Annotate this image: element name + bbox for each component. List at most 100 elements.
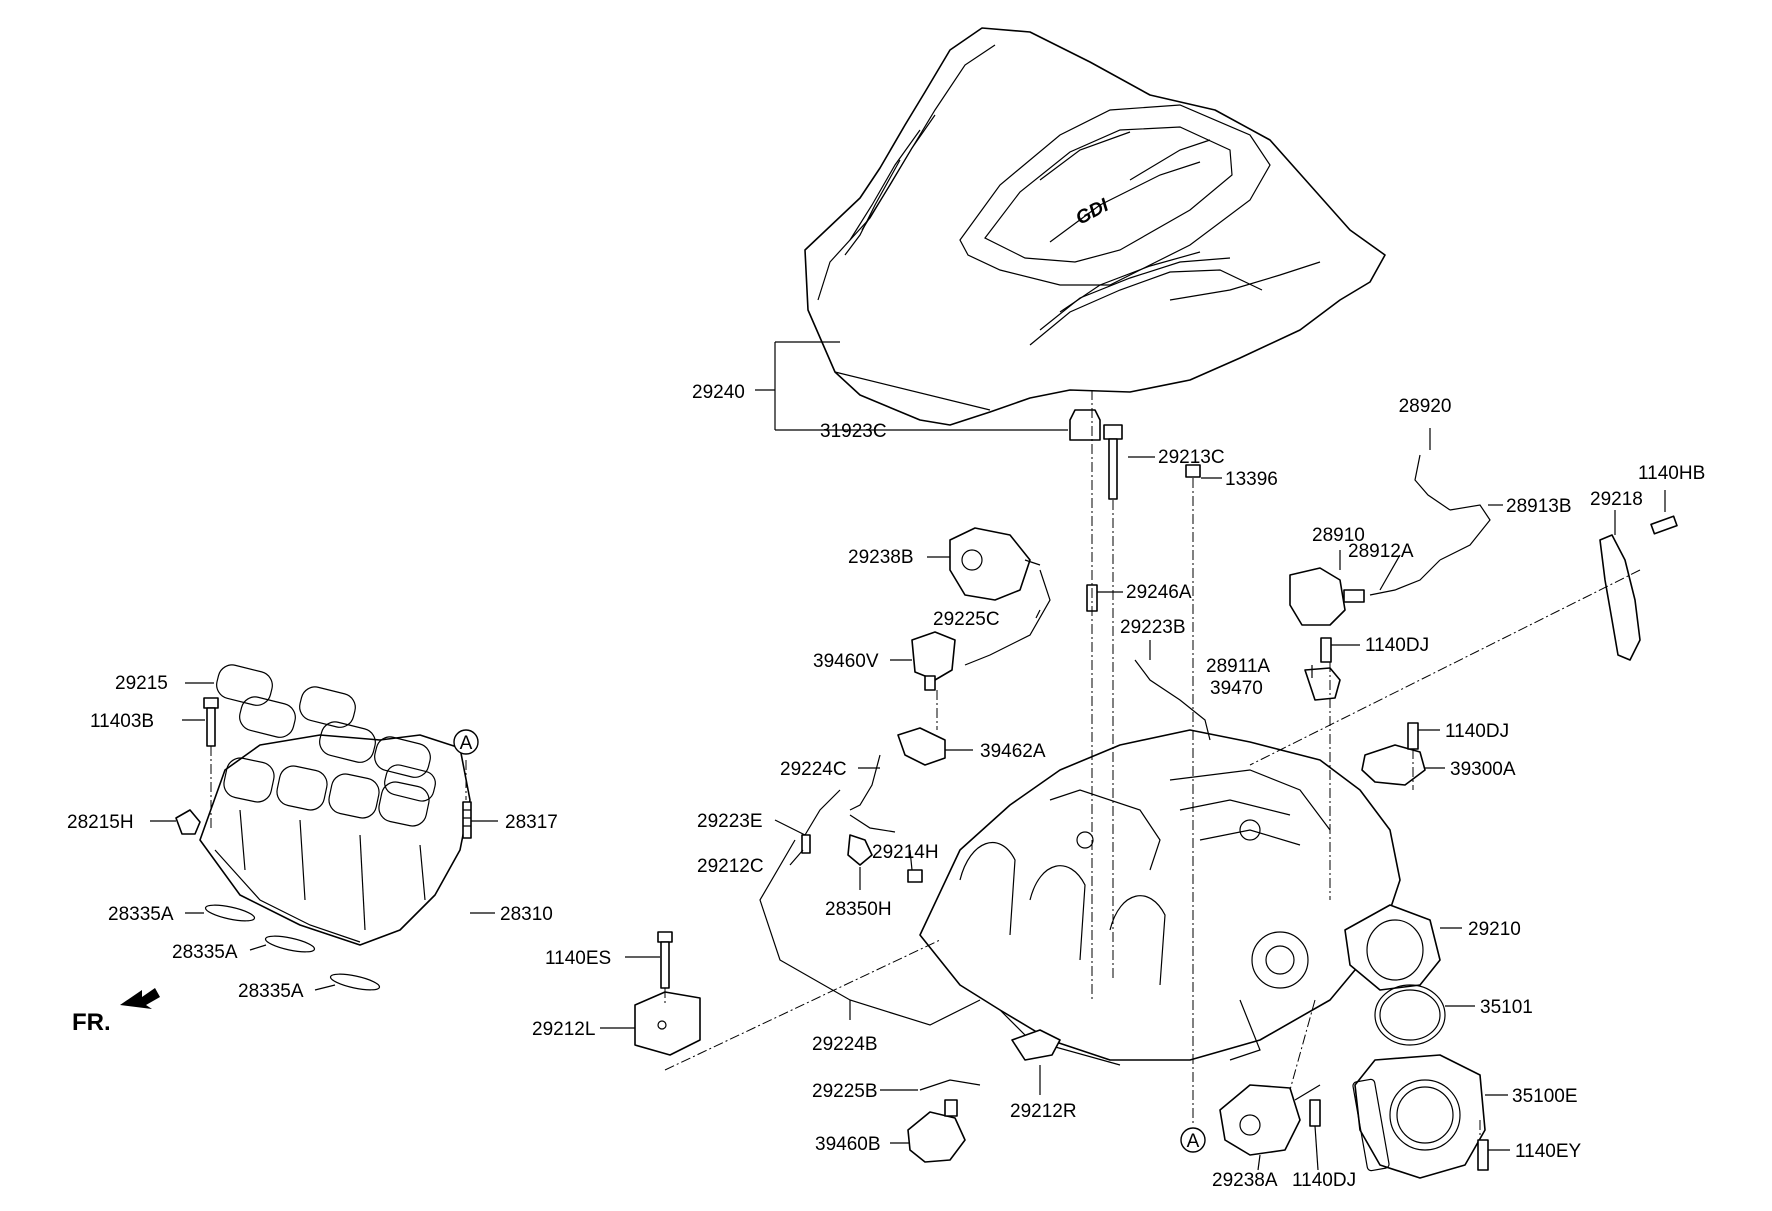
hose-29223B (1134, 659, 1211, 741)
label-28911A: 28911A (1206, 656, 1270, 677)
bracket-29212R (1011, 1029, 1061, 1061)
label-28310: 28310 (500, 904, 553, 925)
label-39460V: 39460V (813, 651, 879, 672)
hose-28920 (1414, 454, 1451, 511)
bolt-11403B (203, 697, 219, 747)
label-29238B: 29238B (848, 547, 914, 568)
label-29212L: 29212L (532, 1019, 595, 1040)
label-29213C: 29213C (1158, 447, 1225, 468)
ref-circle-a-bottom (1180, 1127, 1206, 1153)
label-29212R: 29212R (1010, 1101, 1077, 1122)
label-39470: 39470 (1210, 678, 1263, 699)
ref-a-left-text: A (460, 733, 473, 754)
label-1140ES: 1140ES (545, 948, 611, 969)
grommet-31923C (1069, 409, 1101, 441)
pcv-valve-28910 (1289, 567, 1365, 626)
hose-29225C (964, 569, 1051, 666)
hose-29225B (919, 1079, 981, 1091)
label-28920: 28920 (1399, 396, 1452, 417)
label-1140EY: 1140EY (1515, 1141, 1582, 1162)
upper-intake-manifold (919, 729, 1401, 1066)
stud-28317 (462, 801, 472, 839)
sensor-28215H (175, 809, 201, 835)
bolt-1140DJ-c (1309, 1099, 1321, 1127)
label-29225C: 29225C (933, 609, 1000, 630)
label-28912A: 28912A (1348, 541, 1414, 562)
label-31923C: 31923C (820, 421, 887, 442)
label-35101: 35101 (1480, 997, 1533, 1018)
clip-small (907, 869, 923, 883)
map-sensor-39300A (1361, 744, 1426, 786)
hose-29223E (804, 789, 841, 836)
label-29240: 29240 (692, 382, 745, 403)
label-28335A-3: 28335A (238, 981, 304, 1002)
front-label: FR. (72, 1009, 111, 1036)
port-gasket-3 (329, 973, 381, 991)
solenoid-valve-39460V (911, 631, 956, 691)
label-11403B: 11403B (90, 711, 154, 732)
ref-circle-a-left (453, 729, 479, 755)
label-39460B: 39460B (815, 1134, 881, 1155)
port-gasket-1 (204, 904, 256, 922)
actuator-29238A (1219, 1084, 1321, 1156)
label-29246A: 29246A (1126, 582, 1192, 603)
fitting-28350H (847, 834, 873, 866)
label-28335A-2: 28335A (172, 942, 238, 963)
throttle-body-adapter (1344, 904, 1441, 991)
connector-29214H (849, 814, 896, 833)
label-29218: 29218 (1590, 489, 1643, 510)
port-gasket-2 (264, 935, 316, 953)
label-29224C: 29224C (780, 759, 847, 780)
lower-intake-manifold (199, 734, 471, 946)
label-28913B: 28913B (1506, 496, 1572, 517)
label-28335A-1: 28335A (108, 904, 174, 925)
label-28910: 28910 (1312, 525, 1365, 546)
bolt-1140ES (657, 931, 673, 989)
label-29215: 29215 (115, 673, 168, 694)
front-arrow-icon (120, 988, 160, 1009)
label-29224B: 29224B (812, 1034, 878, 1055)
part-labels: 29240 31923C 29213C 13396 28920 28913B 2… (67, 382, 1705, 1191)
label-28215H: 28215H (67, 812, 134, 833)
label-1140HB: 1140HB (1638, 463, 1705, 484)
ref-a-bottom-text: A (1187, 1131, 1200, 1152)
clip-29212C (801, 834, 811, 854)
front-direction-marker: FR. (72, 988, 160, 1036)
label-29214H: 29214H (872, 842, 939, 863)
label-13396: 13396 (1225, 469, 1278, 490)
label-29223E: 29223E (697, 811, 763, 832)
leader-lines (150, 341, 1666, 1171)
label-29223B: 29223B (1120, 617, 1186, 638)
assembly-guide-lines (210, 390, 1641, 1140)
bracket-39470 (1304, 667, 1341, 701)
o-ring-35101 (1374, 984, 1446, 1046)
bracket-29212L (634, 991, 701, 1056)
bolt-29213C (1103, 424, 1123, 500)
label-29210: 29210 (1468, 919, 1521, 940)
label-39462A: 39462A (980, 741, 1046, 762)
manifold-gasket-set (216, 664, 436, 802)
hose-28913B (1439, 504, 1491, 561)
hose-29224B (759, 839, 981, 1026)
label-28317: 28317 (505, 812, 558, 833)
label-1140DJ-b: 1140DJ (1445, 721, 1509, 742)
bolt-1140DJ-a (1320, 637, 1332, 663)
engine-cover: GDI (804, 27, 1386, 426)
bracket-29218 (1599, 534, 1641, 661)
bolt-1140HB (1650, 515, 1678, 535)
bolt-1140DJ-b (1407, 722, 1419, 750)
bracket-39462A (897, 727, 946, 766)
label-1140DJ-a: 1140DJ (1365, 635, 1429, 656)
bolt-1140EY (1477, 1139, 1489, 1171)
nut-13396 (1185, 464, 1201, 478)
label-29225B: 29225B (812, 1081, 878, 1102)
throttle-body-35100E (1352, 1054, 1486, 1179)
hose-29224C (849, 754, 881, 811)
label-35100E: 35100E (1512, 1086, 1578, 1107)
label-1140DJ-c: 1140DJ (1292, 1170, 1356, 1191)
label-29238A: 29238A (1212, 1170, 1278, 1191)
label-29212C: 29212C (697, 856, 764, 877)
hose-28912A (1369, 559, 1441, 596)
actuator-29238B (949, 527, 1041, 601)
